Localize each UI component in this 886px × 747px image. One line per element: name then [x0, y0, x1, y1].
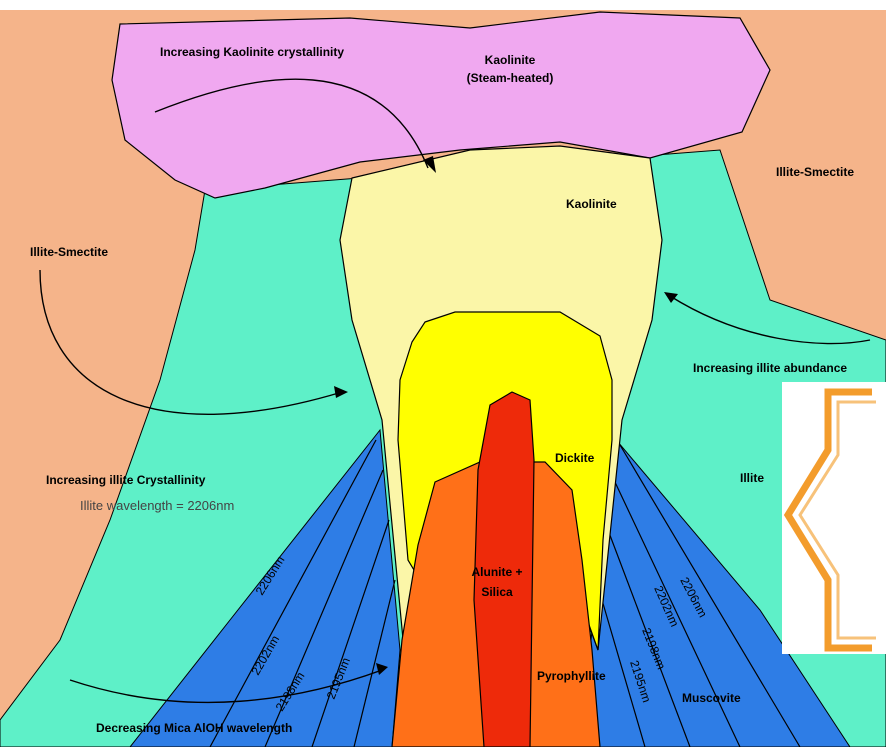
label-kaolinite-steam-1: Kaolinite [485, 53, 536, 67]
label-dickite: Dickite [555, 451, 595, 465]
label-illite-abundance: Increasing illite abundance [693, 361, 847, 375]
label-illite-crystallinity: Increasing illite Crystallinity [46, 473, 206, 487]
label-illite: Illite [740, 471, 764, 485]
label-kaolinite-steam-2: (Steam-heated) [467, 71, 554, 85]
label-alunite-1: Alunite + [471, 565, 522, 579]
label-illite-smectite-right: Illite-Smectite [776, 165, 854, 179]
label-illite-smectite-left: Illite-Smectite [30, 245, 108, 259]
label-muscovite: Muscovite [682, 691, 741, 705]
label-kaolinite-crystallinity: Increasing Kaolinite crystallinity [160, 45, 344, 59]
top-border [0, 0, 886, 10]
label-pyrophyllite: Pyrophyllite [537, 669, 606, 683]
label-mica-wavelength: Decreasing Mica AlOH wavelength [96, 721, 292, 735]
callout-box [782, 382, 886, 654]
label-alunite-2: Silica [481, 585, 513, 599]
label-kaolinite: Kaolinite [566, 197, 617, 211]
label-illite-wavelength: Illite wavelength = 2206nm [80, 498, 234, 513]
